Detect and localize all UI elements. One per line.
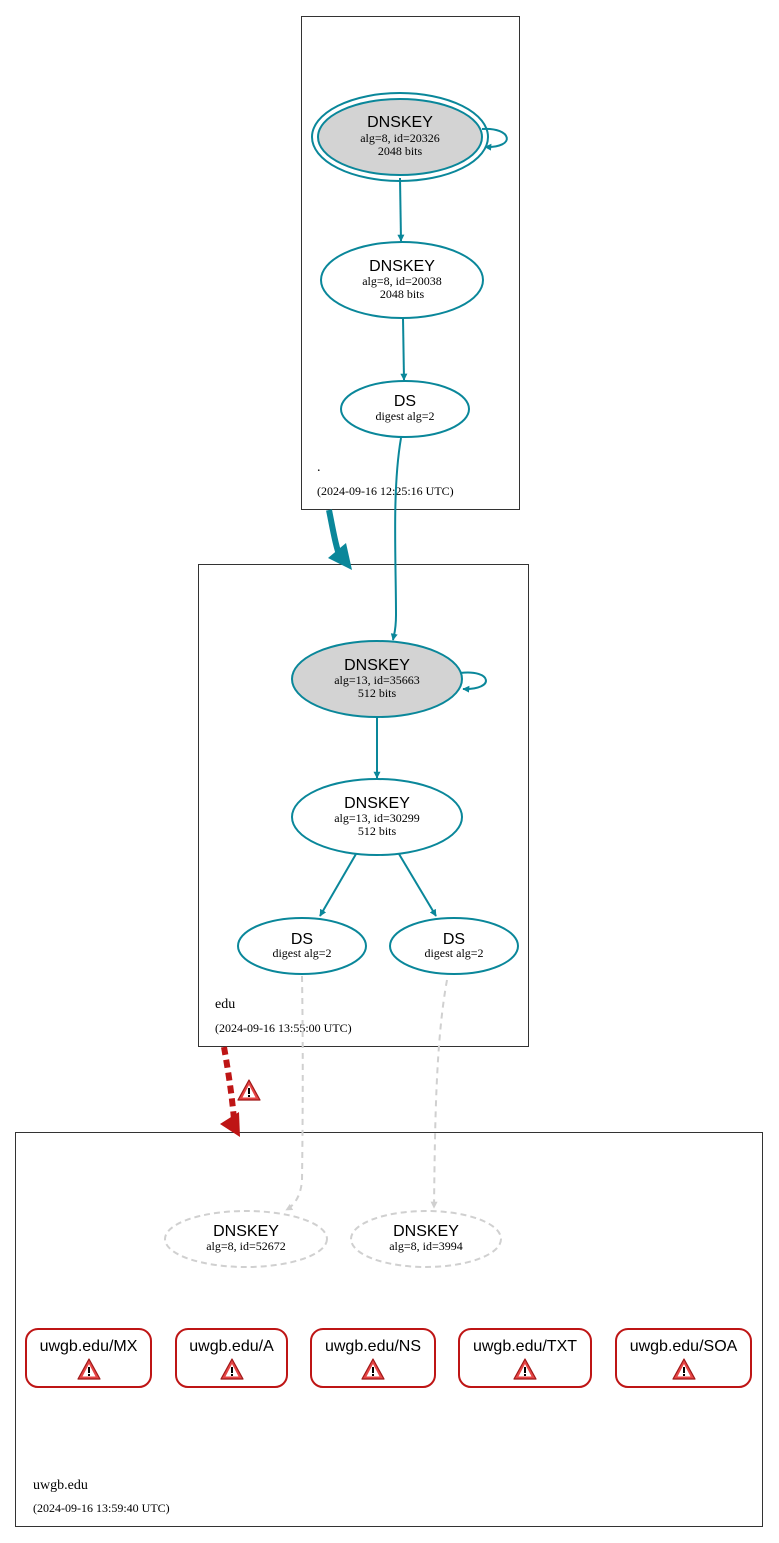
node-edu-ksk-type: DNSKEY <box>344 657 410 674</box>
delegation-root-edu <box>326 509 352 570</box>
node-uwgb-dnskey-2[interactable]: DNSKEY alg=8, id=3994 <box>350 1210 502 1268</box>
node-edu-ksk-bits: 512 bits <box>358 686 397 700</box>
rrset-mx-label: uwgb.edu/MX <box>40 1338 138 1355</box>
rrset-a[interactable]: uwgb.edu/A <box>175 1328 288 1388</box>
node-edu-ds-1-digest: digest alg=2 <box>272 946 331 960</box>
zone-root-name: . <box>317 460 321 475</box>
delegation-edu-uwgb <box>220 1046 240 1137</box>
zone-edu-name: edu <box>215 997 235 1012</box>
delegation-warning-icon <box>237 1079 261 1101</box>
zone-uwgb-box <box>15 1132 763 1527</box>
rrset-mx[interactable]: uwgb.edu/MX <box>25 1328 152 1388</box>
node-uwgb-dnskey-2-type: DNSKEY <box>393 1223 459 1240</box>
node-edu-ksk[interactable]: DNSKEY alg=13, id=35663 512 bits <box>291 640 463 718</box>
zone-uwgb-timestamp: (2024-09-16 13:59:40 UTC) <box>33 1501 170 1515</box>
node-root-ds-type: DS <box>394 393 416 410</box>
rrset-txt-label: uwgb.edu/TXT <box>473 1338 577 1355</box>
edge-edu-zsk-ds1 <box>319 853 357 917</box>
node-edu-ds-2-digest: digest alg=2 <box>424 946 483 960</box>
node-edu-zsk[interactable]: DNSKEY alg=13, id=30299 512 bits <box>291 778 463 856</box>
rrset-a-label: uwgb.edu/A <box>189 1338 274 1355</box>
node-edu-zsk-alg: alg=13, id=30299 <box>334 811 420 825</box>
node-root-zsk[interactable]: DNSKEY alg=8, id=20038 2048 bits <box>320 241 484 319</box>
node-root-ds-digest: digest alg=2 <box>375 409 434 423</box>
node-edu-zsk-type: DNSKEY <box>344 795 410 812</box>
node-edu-ds-1[interactable]: DS digest alg=2 <box>237 917 367 975</box>
rrset-soa-label: uwgb.edu/SOA <box>630 1338 738 1355</box>
edge-edu-zsk-ds2 <box>398 853 437 917</box>
rrset-ns-label: uwgb.edu/NS <box>325 1338 421 1355</box>
node-root-zsk-alg: alg=8, id=20038 <box>362 274 442 288</box>
edge-edu-ksk-self <box>459 671 487 693</box>
node-uwgb-dnskey-1-alg: alg=8, id=52672 <box>206 1239 286 1253</box>
zone-uwgb-name: uwgb.edu <box>33 1478 88 1493</box>
node-root-ksk-bits: 2048 bits <box>378 144 423 158</box>
edge-root-ksk-zsk <box>397 177 405 242</box>
node-root-zsk-type: DNSKEY <box>369 258 435 275</box>
zone-root-box <box>301 16 520 510</box>
node-root-ksk-type: DNSKEY <box>367 114 433 131</box>
node-root-zsk-bits: 2048 bits <box>380 287 425 301</box>
zone-edu-box <box>198 564 529 1047</box>
node-edu-ds-2[interactable]: DS digest alg=2 <box>389 917 519 975</box>
rrset-soa[interactable]: uwgb.edu/SOA <box>615 1328 752 1388</box>
edge-root-zsk-ds <box>400 317 408 381</box>
edge-root-ds-edu-ksk <box>390 437 402 641</box>
node-root-ksk-alg: alg=8, id=20326 <box>360 131 440 145</box>
node-uwgb-dnskey-2-alg: alg=8, id=3994 <box>389 1239 463 1253</box>
edge-edu-ds1-uwgb-key1 <box>285 975 304 1211</box>
node-edu-zsk-bits: 512 bits <box>358 824 397 838</box>
rrset-ns[interactable]: uwgb.edu/NS <box>310 1328 436 1388</box>
node-edu-ksk-alg: alg=13, id=35663 <box>334 673 420 687</box>
node-edu-ds-1-type: DS <box>291 931 313 948</box>
edge-root-ksk-self <box>481 127 508 151</box>
node-root-ds[interactable]: DS digest alg=2 <box>340 380 470 438</box>
zone-edu-timestamp: (2024-09-16 13:55:00 UTC) <box>215 1021 352 1035</box>
node-edu-ds-2-type: DS <box>443 931 465 948</box>
node-root-ksk[interactable]: DNSKEY alg=8, id=20326 2048 bits <box>311 92 489 182</box>
edge-edu-ds2-uwgb-key2 <box>430 979 448 1209</box>
rrset-txt[interactable]: uwgb.edu/TXT <box>458 1328 592 1388</box>
node-uwgb-dnskey-1-type: DNSKEY <box>213 1223 279 1240</box>
node-uwgb-dnskey-1[interactable]: DNSKEY alg=8, id=52672 <box>164 1210 328 1268</box>
zone-root-timestamp: (2024-09-16 12:25:16 UTC) <box>317 484 454 498</box>
